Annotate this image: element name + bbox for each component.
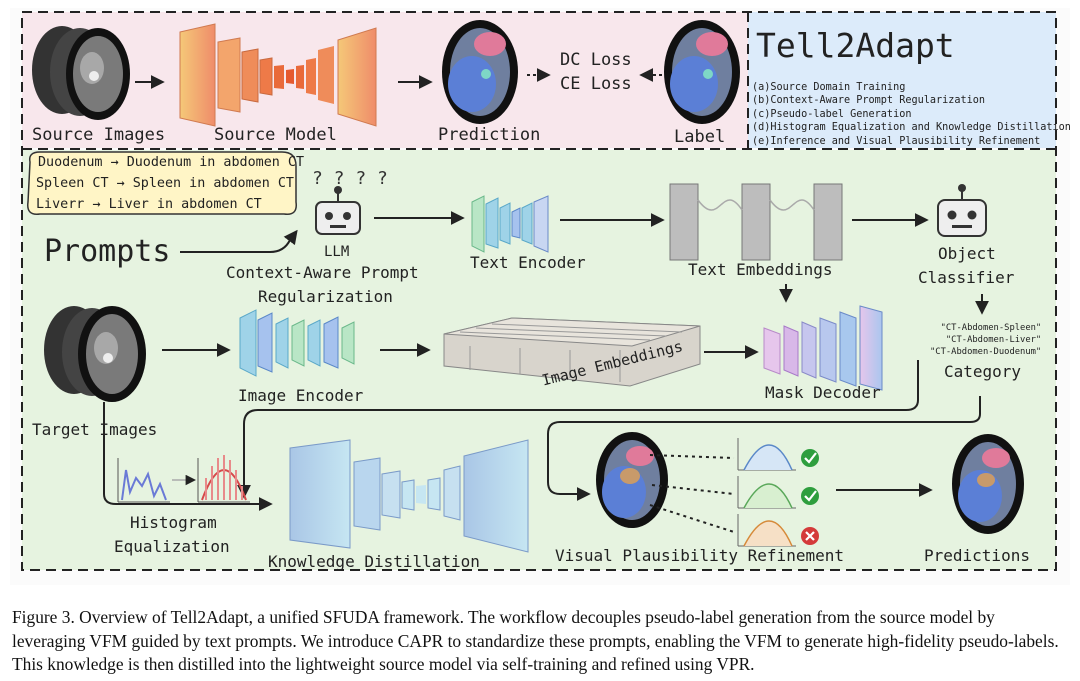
capr-label-2: Regularization (258, 287, 393, 306)
prompt-example: Liverr → Liver in abdomen CT (36, 197, 262, 212)
check-icon-1 (801, 449, 819, 467)
mask-decoder-layers (763, 305, 883, 391)
image-encoder-label: Image Encoder (238, 386, 364, 405)
ce-loss-label: CE Loss (560, 74, 632, 94)
label-label: Label (674, 127, 726, 147)
knowledge-distillation-network (289, 439, 529, 553)
framework-diagram (21, 11, 1057, 571)
vpr-label: Visual Plausibility Refinement (555, 546, 844, 565)
object-classifier-label-2: Classifier (918, 268, 1015, 287)
legend-item: (b)Context-Aware Prompt Regularization (752, 95, 986, 107)
prompt-bubble (27, 151, 297, 215)
brand-title: Tell2Adapt (756, 26, 955, 65)
histogram-label-1: Histogram (130, 513, 217, 532)
check-icon-2 (801, 487, 819, 505)
histogram-plots (117, 455, 250, 503)
source-model-label: Source Model (214, 125, 337, 145)
label-scan (664, 20, 740, 124)
prediction-label: Prediction (438, 125, 541, 145)
source-images-stack (32, 26, 130, 120)
legend-item: (a)Source Domain Training (752, 82, 906, 93)
image-embeddings-slab (443, 317, 701, 387)
question-marks-icon: ? ? ? ? (312, 168, 388, 189)
capr-label-1: Context-Aware Prompt (226, 263, 419, 282)
prediction-scan (442, 20, 518, 124)
category-item: "CT-Abdomen-Spleen" (940, 323, 1042, 333)
plausibility-curves (737, 438, 796, 547)
category-item: "CT-Abdomen-Duodenum" (930, 346, 1042, 357)
text-encoder-layers (471, 195, 549, 253)
category-item: "CT-Abdomen-Liver" (945, 334, 1042, 345)
source-images-label: Source Images (32, 125, 166, 145)
target-images-label: Target Images (32, 420, 158, 439)
text-encoder-label: Text Encoder (470, 253, 586, 272)
cross-icon (801, 527, 819, 545)
image-encoder-layers (239, 309, 355, 377)
object-classifier-label-1: Object (938, 244, 996, 263)
prompts-label: Prompts (44, 234, 171, 269)
prompt-example: Spleen CT → Spleen in abdomen CT (36, 176, 294, 191)
legend-item: (e)Inference and Visual Plausibility Ref… (752, 135, 1041, 147)
llm-label: LLM (324, 244, 350, 260)
legend-panel (748, 12, 1056, 148)
predictions-label: Predictions (924, 546, 1030, 565)
knowledge-distillation-label: Knowledge Distillation (268, 552, 480, 571)
category-label: Category (944, 362, 1022, 381)
llm-robot-icon (315, 186, 361, 235)
text-embeddings-label: Text Embeddings (688, 260, 833, 279)
prompt-example: Duodenum → Duodenum in abdomen CT (38, 155, 305, 170)
category-list: "CT-Abdomen-Spleen" "CT-Abdomen-Liver" "… (930, 323, 1041, 358)
text-embeddings-columns (669, 183, 843, 261)
mask-decoder-label: Mask Decoder (765, 383, 881, 402)
final-prediction-scan (952, 434, 1024, 534)
histogram-label-2: Equalization (114, 537, 230, 556)
legend-item: (c)Pseudo-label Generation (752, 108, 912, 120)
figure-caption: Figure 3. Overview of Tell2Adapt, a unif… (12, 607, 1059, 675)
dc-loss-label: DC Loss (560, 50, 632, 70)
legend-list: (a)Source Domain Training (b)Context-Awa… (752, 81, 1071, 148)
source-training-panel (22, 12, 748, 148)
object-classifier-robot-icon (937, 184, 987, 237)
vpr-scan (596, 432, 668, 528)
source-model-layers (179, 23, 377, 127)
target-images-stack (44, 306, 146, 402)
legend-item: (d)Histogram Equalization and Knowledge … (752, 122, 1071, 134)
